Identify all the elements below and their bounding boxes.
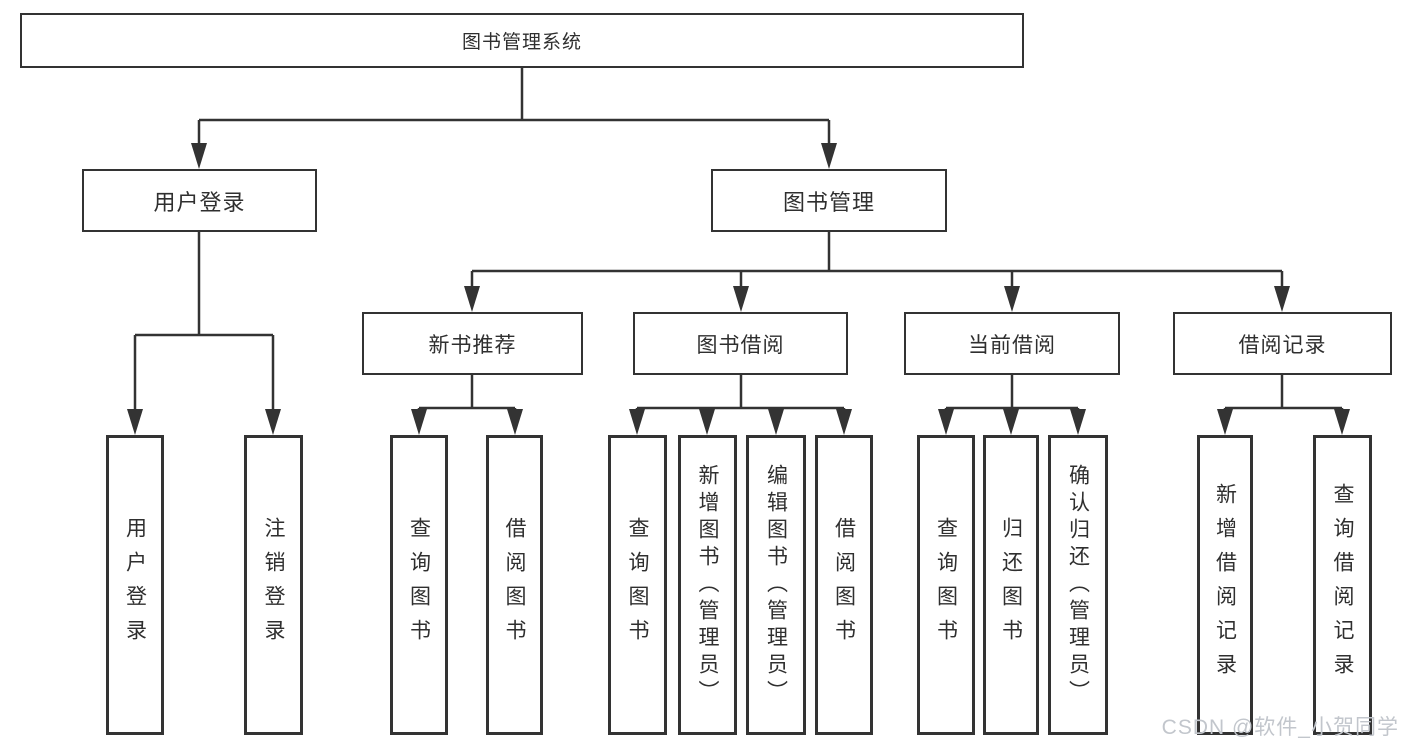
leaf-add-book-admin-label: 新增图书（管理员）	[696, 463, 719, 707]
node-current-borrow: 当前借阅	[904, 312, 1120, 375]
leaf-query-book-recommend: 查询图书	[390, 435, 448, 735]
node-book-management-label: 图书管理	[782, 189, 875, 215]
node-user-login-label: 用户登录	[153, 189, 246, 215]
node-book-borrow: 图书借阅	[633, 312, 848, 375]
node-borrow-records: 借阅记录	[1173, 312, 1392, 375]
leaf-borrow-book: 借阅图书	[815, 435, 873, 735]
leaf-borrow-book-recommend: 借阅图书	[486, 435, 543, 735]
leaf-logout-label: 注销登录	[262, 517, 285, 653]
leaf-user-login-label: 用户登录	[123, 517, 147, 653]
leaf-confirm-return-admin-label: 确认归还（管理员）	[1066, 463, 1090, 707]
leaf-query-book-borrow-label: 查询图书	[626, 517, 649, 653]
leaf-query-book-current-label: 查询图书	[934, 517, 958, 653]
leaf-edit-book-admin: 编辑图书（管理员）	[746, 435, 806, 735]
node-user-login: 用户登录	[82, 169, 317, 232]
leaf-query-book-borrow: 查询图书	[608, 435, 667, 735]
leaf-borrow-book-recommend-label: 借阅图书	[503, 517, 526, 653]
leaf-query-book-current: 查询图书	[917, 435, 975, 735]
leaf-return-book: 归还图书	[983, 435, 1039, 735]
leaf-query-book-recommend-label: 查询图书	[407, 517, 431, 653]
leaf-confirm-return-admin: 确认归还（管理员）	[1048, 435, 1108, 735]
leaf-query-borrow-record-label: 查询借阅记录	[1331, 483, 1354, 687]
node-current-borrow-label: 当前借阅	[968, 333, 1056, 357]
csdn-watermark: CSDN @软件_小贺同学	[1161, 716, 1399, 739]
leaf-query-borrow-record: 查询借阅记录	[1313, 435, 1372, 735]
node-borrow-records-label: 借阅记录	[1238, 333, 1327, 357]
node-book-management: 图书管理	[711, 169, 947, 232]
leaf-logout: 注销登录	[244, 435, 303, 735]
node-new-book-recommend: 新书推荐	[362, 312, 583, 375]
leaf-add-book-admin: 新增图书（管理员）	[678, 435, 737, 735]
leaf-edit-book-admin-label: 编辑图书（管理员）	[764, 463, 788, 707]
node-new-book-recommend-label: 新书推荐	[428, 333, 517, 357]
node-root-label: 图书管理系统	[461, 32, 582, 53]
node-root-system: 图书管理系统	[20, 13, 1024, 68]
node-book-borrow-label: 图书借阅	[696, 333, 785, 357]
leaf-add-borrow-record-label: 新增借阅记录	[1213, 483, 1237, 687]
leaf-return-book-label: 归还图书	[999, 517, 1023, 653]
leaf-borrow-book-label: 借阅图书	[832, 517, 856, 653]
leaf-add-borrow-record: 新增借阅记录	[1197, 435, 1253, 735]
leaf-user-login: 用户登录	[106, 435, 164, 735]
